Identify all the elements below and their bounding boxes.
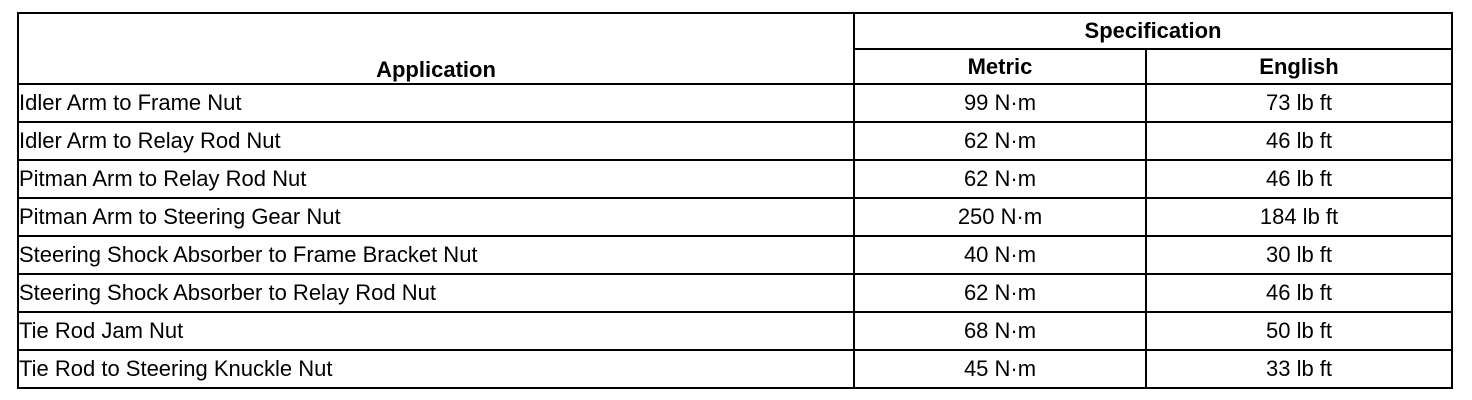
english-cell: 33 lb ft <box>1144 349 1454 389</box>
application-cell: Idler Arm to Frame Nut <box>17 83 855 123</box>
english-cell: 73 lb ft <box>1144 83 1454 123</box>
table-row: Pitman Arm to Steering Gear Nut 250 N·m … <box>17 197 1454 237</box>
table-row: Idler Arm to Frame Nut 99 N·m 73 lb ft <box>17 83 1454 123</box>
application-cell: Steering Shock Absorber to Frame Bracket… <box>17 235 855 275</box>
english-cell: 30 lb ft <box>1144 235 1454 275</box>
metric-cell: 99 N·m <box>853 83 1147 123</box>
table-row: Tie Rod Jam Nut 68 N·m 50 lb ft <box>17 311 1454 351</box>
table-row: Steering Shock Absorber to Relay Rod Nut… <box>17 273 1454 313</box>
metric-cell: 68 N·m <box>853 311 1147 351</box>
table-row: Idler Arm to Relay Rod Nut 62 N·m 46 lb … <box>17 121 1454 161</box>
specification-header: Specification <box>852 12 1454 50</box>
table-row: Tie Rod to Steering Knuckle Nut 45 N·m 3… <box>17 349 1454 389</box>
english-cell: 46 lb ft <box>1144 121 1454 161</box>
application-cell: Pitman Arm to Steering Gear Nut <box>17 197 855 237</box>
application-cell: Steering Shock Absorber to Relay Rod Nut <box>17 273 855 313</box>
english-cell: 46 lb ft <box>1144 159 1454 199</box>
table-row: Steering Shock Absorber to Frame Bracket… <box>17 235 1454 275</box>
metric-header: Metric <box>853 48 1147 85</box>
table-row: Pitman Arm to Relay Rod Nut 62 N·m 46 lb… <box>17 159 1454 199</box>
metric-cell: 62 N·m <box>853 273 1147 313</box>
application-cell: Tie Rod to Steering Knuckle Nut <box>17 349 855 389</box>
metric-cell: 45 N·m <box>853 349 1147 389</box>
metric-cell: 62 N·m <box>853 121 1147 161</box>
application-cell: Tie Rod Jam Nut <box>17 311 855 351</box>
english-cell: 50 lb ft <box>1144 311 1454 351</box>
metric-cell: 250 N·m <box>853 197 1147 237</box>
english-header: English <box>1144 48 1454 85</box>
application-cell: Pitman Arm to Relay Rod Nut <box>17 159 855 199</box>
english-cell: 46 lb ft <box>1144 273 1454 313</box>
application-header: Application <box>17 12 855 85</box>
metric-cell: 62 N·m <box>853 159 1147 199</box>
english-cell: 184 lb ft <box>1144 197 1454 237</box>
metric-cell: 40 N·m <box>853 235 1147 275</box>
fastener-specification-table: Application Specification Metric English… <box>17 12 1454 389</box>
application-cell: Idler Arm to Relay Rod Nut <box>17 121 855 161</box>
